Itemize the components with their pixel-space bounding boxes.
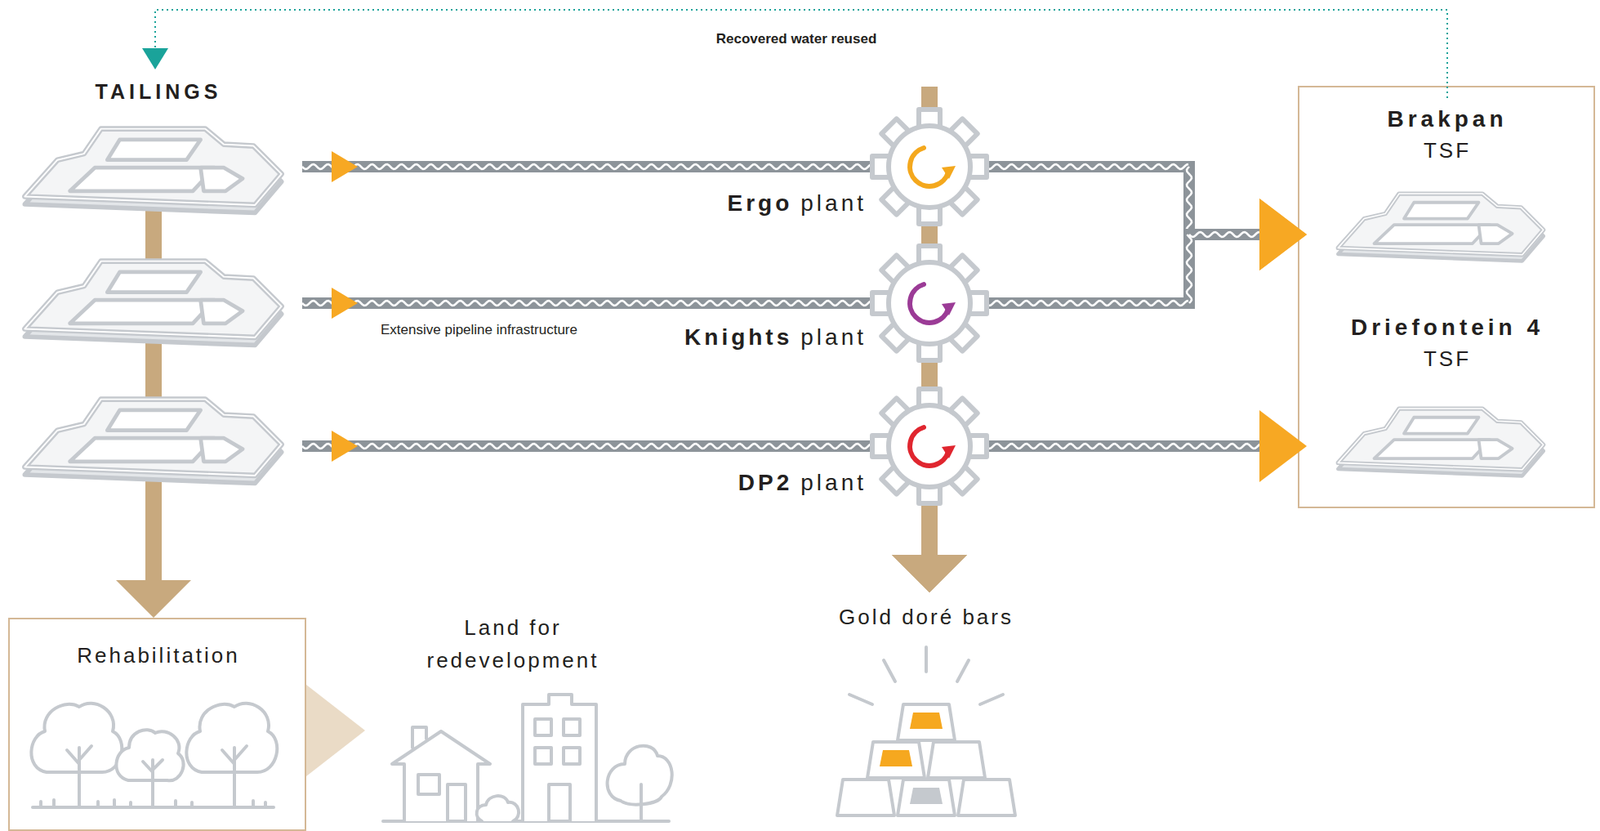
node-text: TAILINGS (95, 80, 223, 104)
connector (302, 151, 874, 183)
plant-node: DP2plant (873, 389, 986, 503)
node-text: TSF (1423, 138, 1471, 164)
plant-label: Knights plant (684, 324, 867, 351)
rehabilitation-box: Rehabilitation (8, 617, 307, 831)
node-text: Brakpan (1386, 106, 1507, 133)
note-label: Extensive pipeline infrastructure (377, 321, 581, 339)
gold-bars-icon (837, 704, 1016, 816)
tsf-node: BrakpanTSF (1306, 98, 1589, 274)
connector (302, 287, 874, 319)
connector (142, 9, 1448, 99)
gear-icon (872, 245, 987, 361)
plant-node: Ergoplant (873, 110, 986, 223)
plant-label: Ergoplant (727, 190, 868, 217)
tailings-dump (24, 129, 281, 214)
gear-icon (872, 109, 987, 224)
gold-node: Gold doré bars (816, 592, 1038, 831)
connector (985, 198, 1307, 306)
plant-node: Knightsplant (873, 246, 986, 360)
tailings-dump (24, 399, 281, 484)
shine-rays (849, 646, 1003, 705)
gear-icon (872, 388, 987, 504)
node-text: Gold doré bars (838, 605, 1014, 630)
node-text: TSF (1423, 347, 1471, 372)
tailings-dump (24, 261, 281, 346)
connector (891, 502, 968, 593)
connector (302, 430, 874, 462)
redevelopment-node: Land for redevelopment (367, 604, 678, 831)
node-text: Rehabilitation (76, 643, 241, 669)
plant-name: DP2 (738, 469, 793, 495)
trees-icon (31, 703, 277, 807)
edge-label: Recovered water reused (713, 31, 881, 48)
building-icon (383, 694, 673, 821)
node-text: Land for redevelopment (398, 610, 628, 678)
plant-word: plant (800, 469, 867, 495)
connector (985, 410, 1307, 482)
plant-name: Ergo (727, 190, 794, 216)
tsf-icon (1337, 408, 1543, 476)
node-text: Driefontein 4 (1350, 314, 1544, 341)
plant-label: DP2 plant (738, 469, 867, 496)
connector (306, 684, 366, 776)
tailings-group: TAILINGS (8, 69, 303, 499)
connector (985, 164, 1307, 271)
plant-word: plant (800, 324, 867, 350)
connector (115, 498, 192, 618)
tsf-node: Driefontein 4 TSF (1306, 306, 1589, 495)
cycle-arrows (909, 147, 956, 466)
tsf-frame (1298, 86, 1595, 508)
plant-word: plant (800, 190, 867, 216)
tsf-icon (1337, 193, 1543, 261)
plant-name: Knights (684, 324, 793, 350)
